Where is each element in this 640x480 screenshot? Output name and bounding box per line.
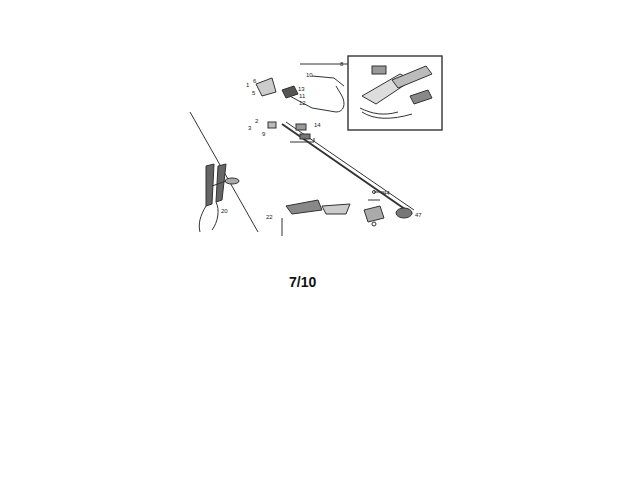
callout-number: 12	[299, 100, 306, 106]
callout-number: 11	[299, 93, 305, 99]
callout-number: 47	[415, 212, 422, 218]
callout-number: 3	[248, 125, 251, 131]
callout-number: 1	[246, 82, 249, 88]
callout-number: 2	[255, 118, 258, 124]
callout-number: 44	[383, 190, 390, 196]
callout-number: 20	[221, 208, 228, 214]
callout-number: 14	[314, 122, 321, 128]
callout-number: 9	[262, 131, 265, 137]
page-number: 7/10	[289, 275, 316, 289]
callout-number: 8	[340, 61, 343, 67]
callout-number: 10	[306, 72, 313, 78]
callout-number: 6	[253, 78, 256, 84]
callout-number: 22	[266, 214, 273, 220]
callout-number: 5	[252, 90, 255, 96]
callout-number: 13	[298, 86, 305, 92]
